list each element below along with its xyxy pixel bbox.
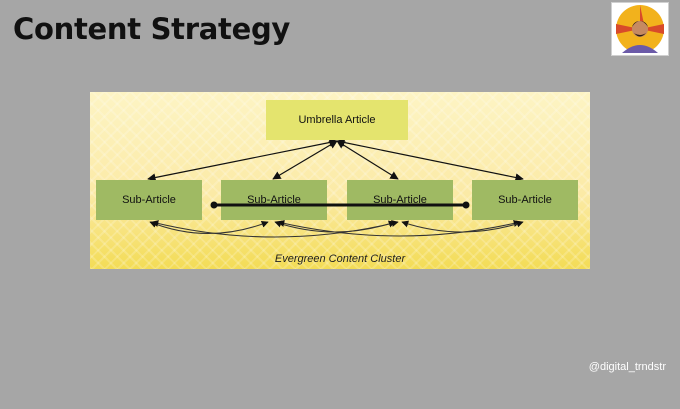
horizontal-link [210,201,470,209]
sub-article-label: Sub-Article [373,194,427,206]
sub-article-box-1: Sub-Article [96,180,202,220]
social-handle: @digital_trndstr [588,361,666,373]
connector-umbrella-sub-4 [336,138,524,182]
avatar [611,2,669,56]
sub-article-label: Sub-Article [122,194,176,206]
horizontal-link-end-dot [462,201,470,209]
connector-sub-3-sub-4 [401,220,524,233]
connector-umbrella-sub-2 [272,140,338,180]
sub-article-box-3: Sub-Article [347,180,453,220]
sub-article-label: Sub-Article [498,194,552,206]
diagram-connectors [147,138,524,238]
diagram-caption: Evergreen Content Cluster [274,253,406,265]
profile-photo-icon [616,5,664,53]
connector-sub-1-sub-3 [151,220,399,238]
umbrella-article-label: Umbrella Article [298,114,376,126]
sub-article-box-4: Sub-Article [472,180,578,220]
sub-article-box-2: Sub-Article [221,180,327,220]
page-title: Content Strategy [13,12,291,46]
umbrella-article-box: Umbrella Article [266,100,408,140]
horizontal-link-start-dot [210,201,218,209]
content-cluster-diagram: Umbrella Article Sub-Article Sub-Article… [90,92,590,269]
sub-article-label: Sub-Article [247,194,301,206]
connector-sub-2-sub-4 [277,219,521,237]
